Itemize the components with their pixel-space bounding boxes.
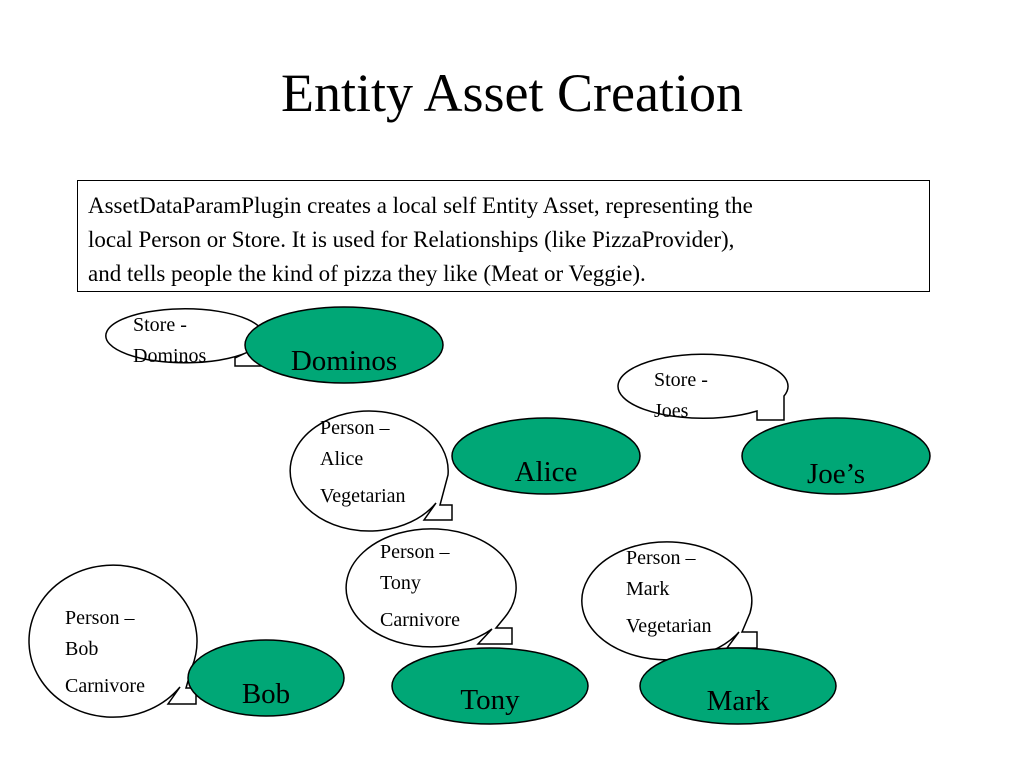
callout-text-mark: Person – Mark Vegetarian <box>626 543 712 642</box>
callout-text-joes: Store - Joes <box>654 365 708 427</box>
callout-mark-line-3: Vegetarian <box>626 615 712 637</box>
callout-dominos-line-2: Dominos <box>133 345 207 367</box>
callout-tony-line-2: Tony <box>380 572 421 594</box>
callout-tony-line-1: Person – <box>380 541 450 563</box>
callout-tony-line-3: Carnivore <box>380 609 460 631</box>
callout-bob-line-3: Carnivore <box>65 675 145 697</box>
callout-bob-line-1: Person – <box>65 607 135 629</box>
entity-label-mark: Mark <box>706 685 770 717</box>
entity-label-bob: Bob <box>241 678 291 710</box>
callout-mark-line-2: Mark <box>626 578 670 600</box>
callout-text-alice: Person – Alice Vegetarian <box>320 413 406 512</box>
description-box: AssetDataParamPlugin creates a local sel… <box>77 180 930 292</box>
callout-text-tony: Person – Tony Carnivore <box>380 537 460 636</box>
callout-alice-line-3: Vegetarian <box>320 485 406 507</box>
callout-joes-line-2: Joes <box>654 400 689 422</box>
callout-alice-line-2: Alice <box>320 448 364 470</box>
callout-dominos-line-1: Store - <box>133 314 187 336</box>
callout-text-dominos: Store - Dominos <box>133 310 206 372</box>
slide-title: Entity Asset Creation <box>281 63 743 123</box>
description-line-3: and tells people the kind of pizza they … <box>88 261 646 286</box>
entity-label-joes: Joe’s <box>807 458 865 490</box>
callout-bob-line-2: Bob <box>65 638 99 660</box>
entity-label-tony: Tony <box>460 684 520 716</box>
callout-joes-line-1: Store - <box>654 369 708 391</box>
description-line-2: local Person or Store. It is used for Re… <box>88 227 735 252</box>
description-line-1: AssetDataParamPlugin creates a local sel… <box>88 193 753 218</box>
callout-mark-line-1: Person – <box>626 547 696 569</box>
callout-alice-line-1: Person – <box>320 417 390 439</box>
callout-text-bob: Person – Bob Carnivore <box>65 603 145 702</box>
entity-label-dominos: Dominos <box>290 345 398 377</box>
entity-label-alice: Alice <box>514 456 578 488</box>
